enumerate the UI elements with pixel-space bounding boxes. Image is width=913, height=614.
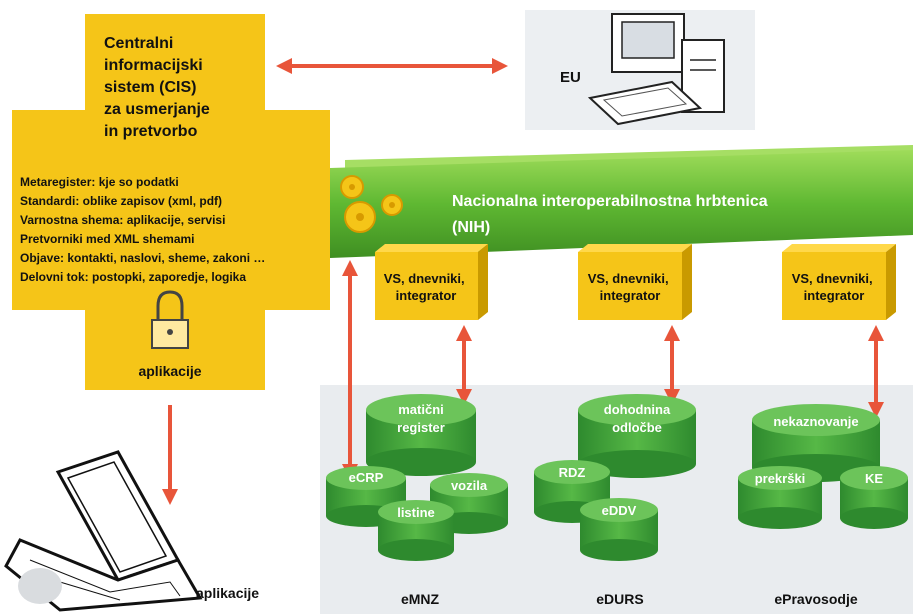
connector-label: integrator <box>600 288 661 303</box>
connector-box-3 <box>782 244 896 320</box>
cis-title-line: sistem (CIS) <box>104 79 196 96</box>
svg-text:Metaregister: kje so podatki: Metaregister: kje so podatki Standardi: … <box>20 175 269 284</box>
cis-item: Pretvorniki med XML shemami <box>20 232 195 246</box>
backbone-bar <box>330 145 913 258</box>
db-label: listine <box>397 505 435 520</box>
cis-item: Standardi: oblike zapisov (xml, pdf) <box>20 194 222 208</box>
db-eddv <box>580 498 658 561</box>
cis-item: Objave: kontakti, naslovi, sheme, zakoni… <box>20 251 265 265</box>
db-label: dohodnina <box>604 402 671 417</box>
db-dohodnina <box>578 394 696 478</box>
backbone-title: Nacionalna interoperabilnostna hrbtenica <box>452 193 768 210</box>
cis-title-line: informacijski <box>104 57 203 74</box>
arrow-head-left <box>276 58 292 74</box>
connector-box-1 <box>375 244 488 320</box>
backbone-abbr: (NIH) <box>452 219 490 236</box>
db-label: vozila <box>451 478 488 493</box>
db-label: register <box>397 420 445 435</box>
cis-item: Delovni tok: postopki, zaporedje, logika <box>20 270 246 284</box>
svg-text:Nacionalna interoperabilnostna: Nacionalna interoperabilnostna hrbtenica… <box>452 193 772 236</box>
db-label: eDDV <box>602 503 637 518</box>
connector-label: VS, dnevniki, <box>384 271 465 286</box>
cis-title-line: Centralni <box>104 35 173 52</box>
connector-label: VS, dnevniki, <box>588 271 669 286</box>
connector-box-2 <box>578 244 692 320</box>
svg-text:VS, dnevniki, integrator: VS, dnevniki, integrator <box>384 271 469 303</box>
laptop-shadow <box>18 568 62 604</box>
db-label: eCRP <box>349 470 384 485</box>
db-listine <box>378 500 454 561</box>
svg-text:VS, dnevniki, integrator: VS, dnevniki, integrator <box>792 271 877 303</box>
laptop-label: aplikacije <box>196 585 259 601</box>
db-label: matični <box>398 402 444 417</box>
arrow-head-right <box>492 58 508 74</box>
svg-text:VS, dnevniki, integrator: VS, dnevniki, integrator <box>588 271 673 303</box>
svg-text:Centralni informacijski: Centralni informacijski sistem (CIS) za … <box>104 35 214 140</box>
cis-title-line: in pretvorbo <box>104 123 198 140</box>
db-label: odločbe <box>612 420 662 435</box>
cluster-name: eDURS <box>596 591 643 607</box>
cluster-name: eMNZ <box>401 591 440 607</box>
db-label: prekrški <box>755 471 806 486</box>
connector-label: integrator <box>804 288 865 303</box>
cluster-name: ePravosodje <box>774 591 857 607</box>
computer-icon <box>587 13 725 126</box>
db-ke <box>840 466 908 529</box>
db-label: RDZ <box>559 465 586 480</box>
cis-item: Varnostna shema: aplikacije, servisi <box>20 213 225 227</box>
db-label: nekaznovanje <box>773 414 858 429</box>
db-label: KE <box>865 471 883 486</box>
vertical-arrows <box>168 270 878 495</box>
db-maticni-register <box>366 394 476 476</box>
connector-label: integrator <box>396 288 457 303</box>
cis-title-line: za usmerjanje <box>104 101 210 118</box>
db-prekrski <box>738 466 822 529</box>
cis-item: Metaregister: kje so podatki <box>20 175 179 189</box>
connector-label: VS, dnevniki, <box>792 271 873 286</box>
cis-app-label: aplikacije <box>138 363 201 379</box>
cis-cross-shape <box>12 14 330 390</box>
lock-icon <box>151 290 189 349</box>
eu-label: EU <box>560 69 581 86</box>
